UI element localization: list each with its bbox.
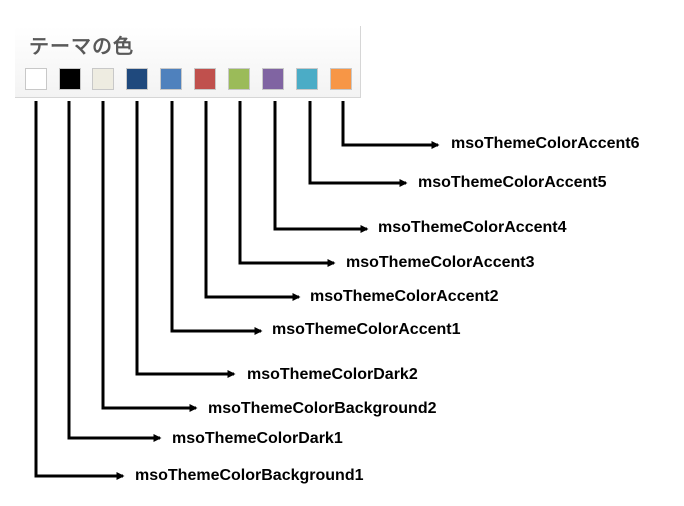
swatch-background1[interactable] bbox=[25, 68, 47, 90]
label-dark2: msoThemeColorDark2 bbox=[247, 366, 418, 383]
label-accent1: msoThemeColorAccent1 bbox=[272, 321, 461, 338]
label-accent4: msoThemeColorAccent4 bbox=[378, 219, 567, 236]
connector-arrow bbox=[341, 101, 440, 149]
connector-arrow bbox=[170, 101, 263, 335]
swatch-accent6[interactable] bbox=[330, 68, 352, 90]
palette-title: テーマの色 bbox=[29, 34, 134, 58]
swatch-accent1[interactable] bbox=[160, 68, 182, 90]
label-accent2: msoThemeColorAccent2 bbox=[310, 288, 499, 305]
swatch-accent3[interactable] bbox=[228, 68, 250, 90]
label-background2: msoThemeColorBackground2 bbox=[208, 400, 437, 417]
swatch-dark1[interactable] bbox=[59, 68, 81, 90]
swatch-accent2[interactable] bbox=[194, 68, 216, 90]
swatch-accent5[interactable] bbox=[296, 68, 318, 90]
label-accent5: msoThemeColorAccent5 bbox=[418, 174, 607, 191]
theme-color-palette: テーマの色 bbox=[15, 26, 361, 98]
connector-arrow bbox=[308, 101, 408, 187]
label-accent3: msoThemeColorAccent3 bbox=[346, 254, 535, 271]
swatch-background2[interactable] bbox=[92, 68, 114, 90]
connector-arrow bbox=[101, 101, 198, 412]
connector-arrow bbox=[204, 101, 301, 301]
connector-arrow bbox=[238, 101, 336, 267]
connector-arrow bbox=[135, 101, 236, 378]
connector-arrow bbox=[34, 101, 125, 480]
swatch-accent4[interactable] bbox=[262, 68, 284, 90]
swatch-dark2[interactable] bbox=[126, 68, 148, 90]
connector-arrow bbox=[67, 101, 162, 442]
connector-arrow bbox=[273, 101, 369, 233]
label-background1: msoThemeColorBackground1 bbox=[135, 467, 364, 484]
label-accent6: msoThemeColorAccent6 bbox=[451, 135, 640, 152]
label-dark1: msoThemeColorDark1 bbox=[172, 430, 343, 447]
